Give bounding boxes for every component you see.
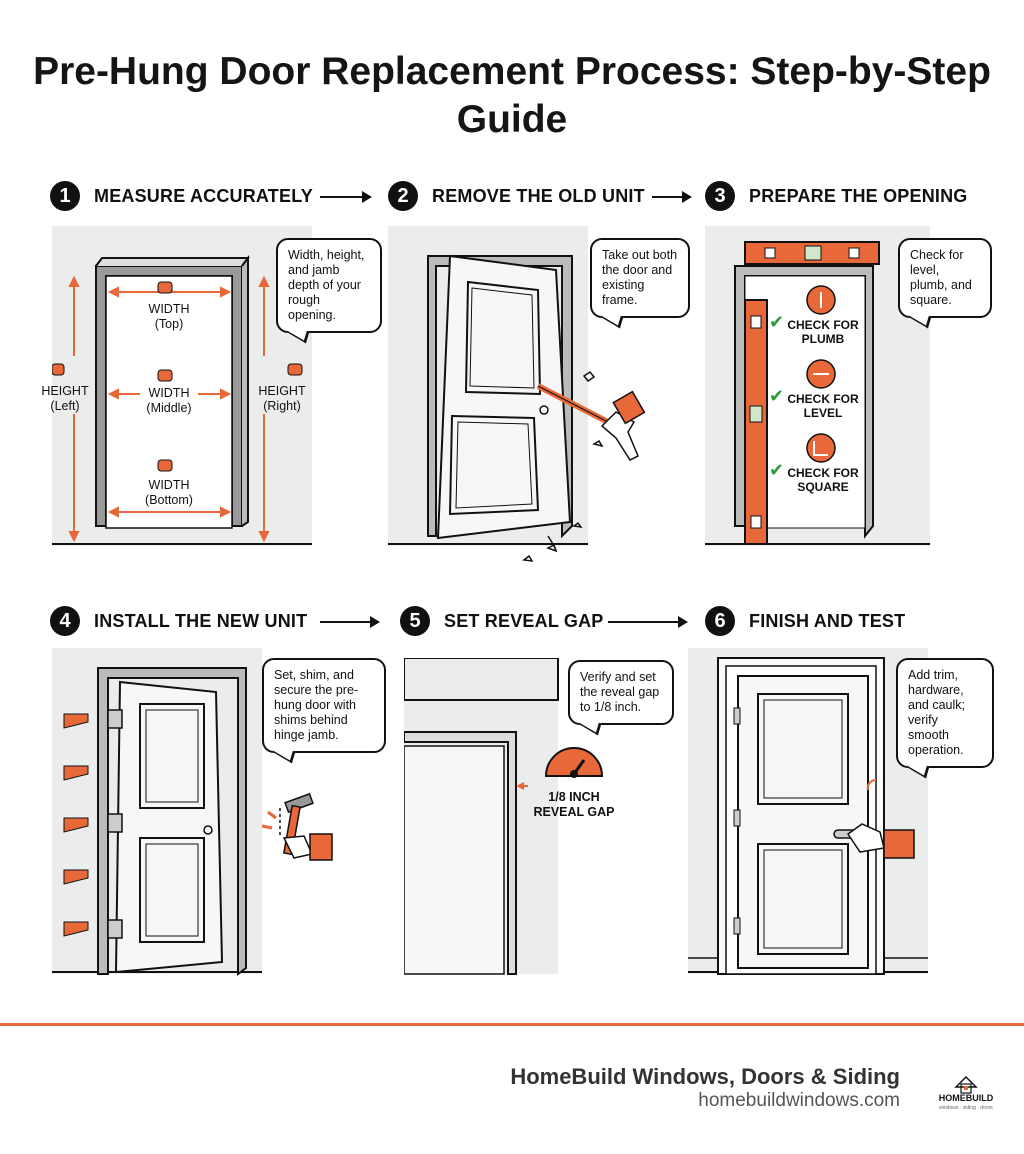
- arrow-1-2: [320, 191, 372, 203]
- logo-wordmark: HOMEBUILD: [938, 1093, 994, 1103]
- check-icon: ✔: [769, 312, 785, 332]
- step-2-number: 2: [388, 181, 418, 211]
- company-name: HomeBuild Windows, Doors & Siding: [510, 1064, 900, 1089]
- company-url[interactable]: homebuildwindows.com: [698, 1090, 900, 1111]
- step-5-number: 5: [400, 606, 430, 636]
- step-2-title: REMOVE THE OLD UNIT: [432, 185, 645, 206]
- homebuild-logo: HOMEBUILD windows · siding · doors: [930, 1075, 1002, 1115]
- step-5-note: Verify and set the reveal gap to 1/8 inc…: [568, 660, 674, 725]
- remove-illustration: [388, 226, 678, 566]
- check-plumb-label: CHECK FOR PLUMB: [787, 318, 859, 346]
- step-3-title: PREPARE THE OPENING: [749, 185, 968, 206]
- measure-illustration: WIDTH (Top) WIDTH (Middle) WIDTH (Bottom…: [41, 226, 312, 546]
- step-4-number: 4: [50, 606, 80, 636]
- step-4-header: 4 INSTALL THE NEW UNIT: [50, 603, 307, 639]
- step-4-note: Set, shim, and secure the pre-hung door …: [262, 658, 386, 753]
- height-left-label: HEIGHT (Left): [41, 384, 89, 413]
- finish-illustration: [688, 648, 928, 976]
- logo-tagline: windows · siding · doors: [939, 1105, 993, 1111]
- step-5-header: 5 SET REVEAL GAP: [400, 603, 604, 639]
- check-icon: ✔: [769, 460, 785, 480]
- check-level-label: CHECK FOR LEVEL: [787, 392, 859, 420]
- prepare-illustration: ✔ ✔ ✔ CHECK FOR PLUMB CHECK FOR LEVEL CH…: [705, 226, 930, 546]
- step-1-number: 1: [50, 181, 80, 211]
- reveal-illustration: 1/8 INCH REVEAL GAP: [404, 658, 674, 976]
- step-3-note: Check for level, plumb, and square.: [898, 238, 992, 318]
- step-2-note: Take out both the door and existing fram…: [590, 238, 690, 318]
- arrow-4-5: [320, 616, 380, 628]
- footer-divider: [0, 1023, 1024, 1026]
- step-2-header: 2 REMOVE THE OLD UNIT: [388, 178, 645, 214]
- step-1-header: 1 MEASURE ACCURATELY: [50, 178, 313, 214]
- step-6-header: 6 FINISH AND TEST: [705, 603, 905, 639]
- width-middle-label: WIDTH (Middle): [146, 386, 192, 415]
- install-illustration: [52, 648, 382, 976]
- width-bottom-label: WIDTH (Bottom): [145, 478, 193, 507]
- height-right-label: HEIGHT (Right): [258, 384, 306, 413]
- step-6-title: FINISH AND TEST: [749, 610, 906, 631]
- step-4-title: INSTALL THE NEW UNIT: [94, 610, 308, 631]
- reveal-gap-label: 1/8 INCH REVEAL GAP: [533, 790, 615, 819]
- page-title: Pre-Hung Door Replacement Process: Step-…: [33, 50, 991, 141]
- arrow-2-3: [652, 191, 692, 203]
- step-3-number: 3: [705, 181, 735, 211]
- width-top-label: WIDTH (Top): [148, 302, 190, 331]
- arrow-5-6: [608, 616, 688, 628]
- step-6-note: Add trim, hardware, and caulk; verify sm…: [896, 658, 994, 768]
- step-5-title: SET REVEAL GAP: [444, 610, 604, 631]
- step-6-number: 6: [705, 606, 735, 636]
- check-square-label: CHECK FOR SQUARE: [787, 466, 859, 494]
- step-1-title: MEASURE ACCURATELY: [94, 185, 313, 206]
- check-icon: ✔: [769, 386, 785, 406]
- step-3-header: 3 PREPARE THE OPENING: [705, 178, 968, 214]
- step-1-note: Width, height, and jamb depth of your ro…: [276, 238, 382, 333]
